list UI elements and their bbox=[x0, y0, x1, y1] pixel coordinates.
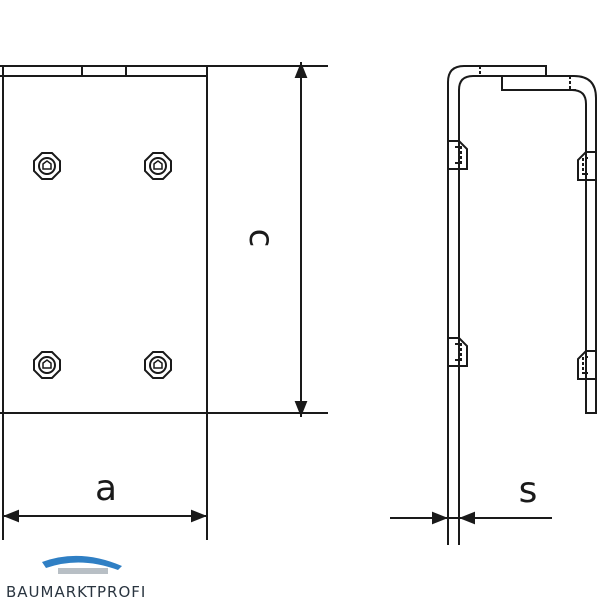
side-profile-outer bbox=[447, 65, 547, 545]
side-flange-step bbox=[501, 76, 576, 91]
side-screw-lower-left bbox=[447, 337, 468, 367]
side-screw-lower-right bbox=[577, 350, 596, 380]
screw-bottom-right bbox=[144, 351, 172, 379]
side-right-leg-outer bbox=[546, 75, 597, 414]
side-profile-inner bbox=[458, 75, 546, 545]
screw-top-right bbox=[144, 152, 172, 180]
screw-bottom-left bbox=[33, 351, 61, 379]
dimension-a-label: a bbox=[95, 468, 117, 509]
logo-swoosh-icon bbox=[42, 555, 122, 570]
side-screw-upper-right bbox=[577, 151, 596, 181]
brand-logo: BAUMARKTPROFI bbox=[6, 555, 146, 600]
front-view bbox=[0, 62, 328, 540]
side-screw-upper-left bbox=[447, 140, 468, 170]
side-view bbox=[390, 65, 597, 545]
logo-text: BAUMARKTPROFI bbox=[6, 583, 146, 600]
dimension-c-label: c bbox=[241, 229, 281, 248]
dimension-s-label: s bbox=[519, 470, 538, 511]
logo-bar-icon bbox=[58, 568, 108, 574]
screw-top-left bbox=[33, 152, 61, 180]
